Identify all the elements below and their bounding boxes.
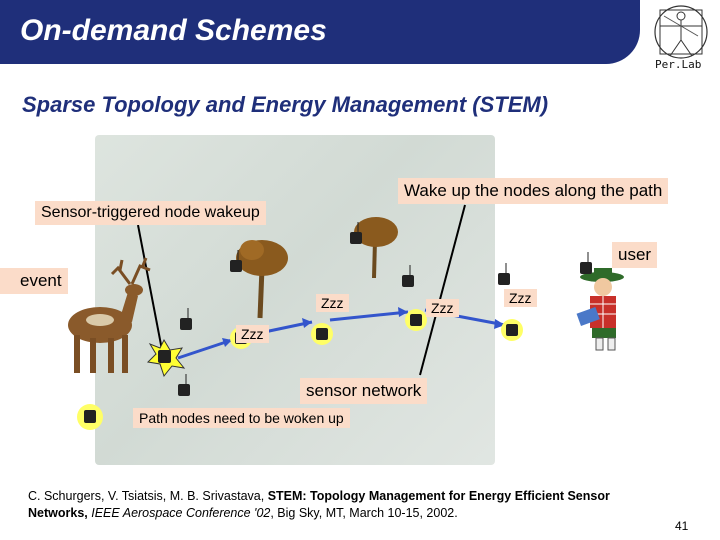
path-node: [311, 323, 333, 345]
sensor-node: [350, 222, 362, 244]
sensor-node: [180, 308, 192, 330]
sensor-node: [230, 250, 242, 272]
path-node: [501, 319, 523, 341]
citation: C. Schurgers, V. Tsiatsis, M. B. Srivast…: [28, 488, 668, 522]
wake-path-label: Wake up the nodes along the path: [398, 178, 669, 204]
tree-icon: [236, 240, 288, 319]
logo-text: Per.Lab: [655, 58, 702, 71]
page-number: 41: [675, 519, 689, 533]
sensor-network-label: sensor network: [300, 378, 428, 404]
citation-title: STEM: Topology Management for Energy Eff…: [28, 489, 610, 520]
zzz-label: Zzz: [236, 325, 269, 343]
slide-title: On-demand Schemes: [20, 14, 327, 47]
zzz-label: Zzz: [504, 289, 537, 307]
slide-subtitle: Sparse Topology and Energy Management (S…: [22, 92, 549, 117]
citation-details: , Big Sky, MT, March 10-15, 2002.: [270, 506, 458, 520]
zzz-label: Zzz: [316, 294, 349, 312]
title-bar: On-demand Schemes: [0, 0, 640, 64]
user-request-line: [419, 204, 466, 376]
sensor-node: [402, 265, 414, 287]
tree-icon: [354, 217, 398, 279]
legend-path-node-icon: [77, 404, 103, 430]
legend-path-nodes-label: Path nodes need to be woken up: [133, 408, 350, 428]
vitruvian-man-logo: [654, 5, 708, 59]
path-arrow-3: [329, 310, 409, 322]
deer-icon: [68, 257, 151, 373]
path-arrow-1: [177, 338, 233, 360]
citation-authors: C. Schurgers, V. Tsiatsis, M. B. Srivast…: [28, 489, 265, 503]
path-node-active: [146, 338, 186, 378]
sensor-node: [580, 252, 592, 274]
sensor-triggered-label: Sensor-triggered node wakeup: [35, 201, 266, 225]
zzz-label: Zzz: [426, 299, 459, 317]
sensor-node: [498, 263, 510, 285]
event-label: event: [0, 268, 68, 294]
path-node: [405, 309, 427, 331]
user-icon: [576, 268, 624, 351]
user-label: user: [612, 242, 658, 268]
sensor-trigger-line: [137, 224, 163, 351]
citation-venue: IEEE Aerospace Conference '02: [91, 506, 271, 520]
sensor-node: [178, 374, 190, 396]
